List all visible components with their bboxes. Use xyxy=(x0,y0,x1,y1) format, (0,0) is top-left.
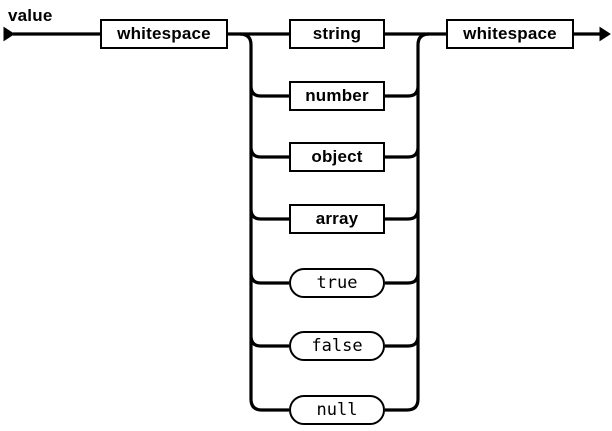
left-branch-rail xyxy=(239,32,289,412)
node-whitespace-right: whitespace xyxy=(446,19,574,49)
node-false: false xyxy=(289,331,385,361)
node-object: object xyxy=(289,142,385,172)
node-array: array xyxy=(289,204,385,234)
diagram-title: value xyxy=(8,6,53,25)
node-number: number xyxy=(289,81,385,111)
node-null: null xyxy=(289,395,385,425)
node-true: true xyxy=(289,268,385,298)
right-merge-rail xyxy=(385,32,430,412)
node-whitespace-left: whitespace xyxy=(100,19,228,49)
start-arrow-icon xyxy=(3,26,15,42)
node-string: string xyxy=(289,19,385,49)
end-arrow-icon xyxy=(599,26,611,42)
